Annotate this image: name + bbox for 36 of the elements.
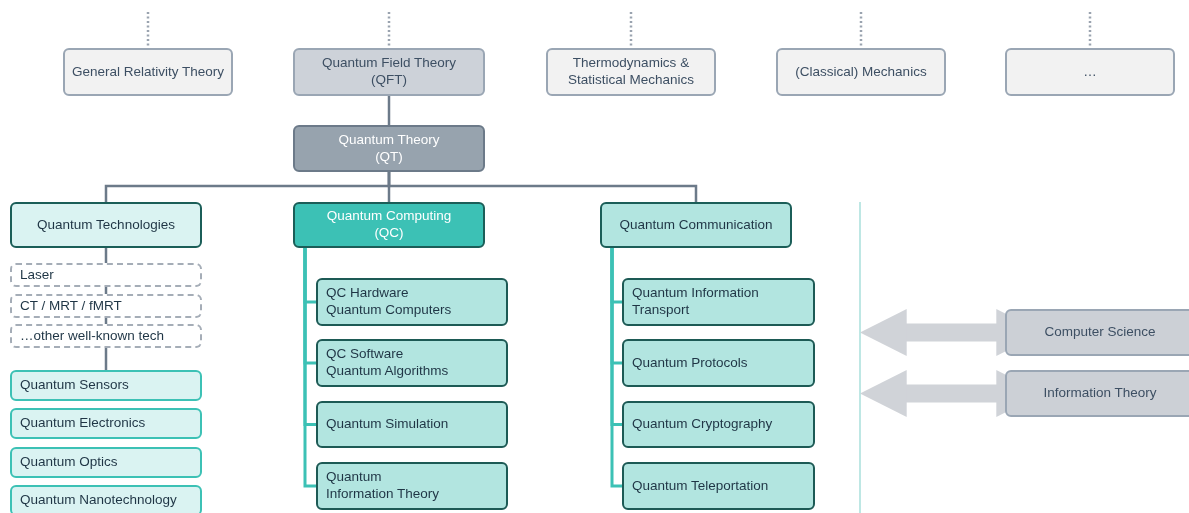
- branch-box: Quantum Communication: [600, 202, 792, 248]
- dotted-connector: [387, 12, 391, 48]
- field-box: Quantum Optics: [10, 447, 202, 478]
- field-box: Quantum Nanotechnology: [10, 485, 202, 513]
- subtopic-box: Quantum Information Transport: [622, 278, 815, 326]
- connector-line: [104, 348, 108, 370]
- tech-box: …other well-known tech: [10, 324, 202, 348]
- related-field-box: Computer Science: [1005, 309, 1189, 356]
- subtopic-box: Quantum Information Theory: [316, 462, 508, 510]
- subtopic-box: Quantum Cryptography: [622, 401, 815, 448]
- connector-line: [387, 96, 391, 125]
- field-box: Quantum Sensors: [10, 370, 202, 401]
- field-box: Quantum Electronics: [10, 408, 202, 439]
- subtopic-box: QC Software Quantum Algorithms: [316, 339, 508, 387]
- dotted-connector: [1088, 12, 1092, 48]
- branch-box: Quantum Technologies: [10, 202, 202, 248]
- dotted-connector: [859, 12, 863, 48]
- topic-box: Thermodynamics & Statistical Mechanics: [546, 48, 716, 96]
- tech-box: Laser: [10, 263, 202, 287]
- subtopic-box: Quantum Protocols: [622, 339, 815, 387]
- connector-line: [387, 172, 698, 202]
- dotted-connector: [146, 12, 150, 48]
- subtopic-box: QC Hardware Quantum Computers: [316, 278, 508, 326]
- connector-line: [610, 248, 622, 488]
- subtopic-box: Quantum Teleportation: [622, 462, 815, 510]
- connector-line: [303, 248, 316, 488]
- subtopic-box: Quantum Simulation: [316, 401, 508, 448]
- related-field-box: Information Theory: [1005, 370, 1189, 417]
- topic-box: …: [1005, 48, 1175, 96]
- topic-box: General Relativity Theory: [63, 48, 233, 96]
- root-box: Quantum Theory (QT): [293, 125, 485, 172]
- topic-box: Quantum Field Theory (QFT): [293, 48, 485, 96]
- topic-box: (Classical) Mechanics: [776, 48, 946, 96]
- tech-box: CT / MRT / fMRT: [10, 294, 202, 318]
- dotted-connector: [629, 12, 633, 48]
- branch-box: Quantum Computing (QC): [293, 202, 485, 248]
